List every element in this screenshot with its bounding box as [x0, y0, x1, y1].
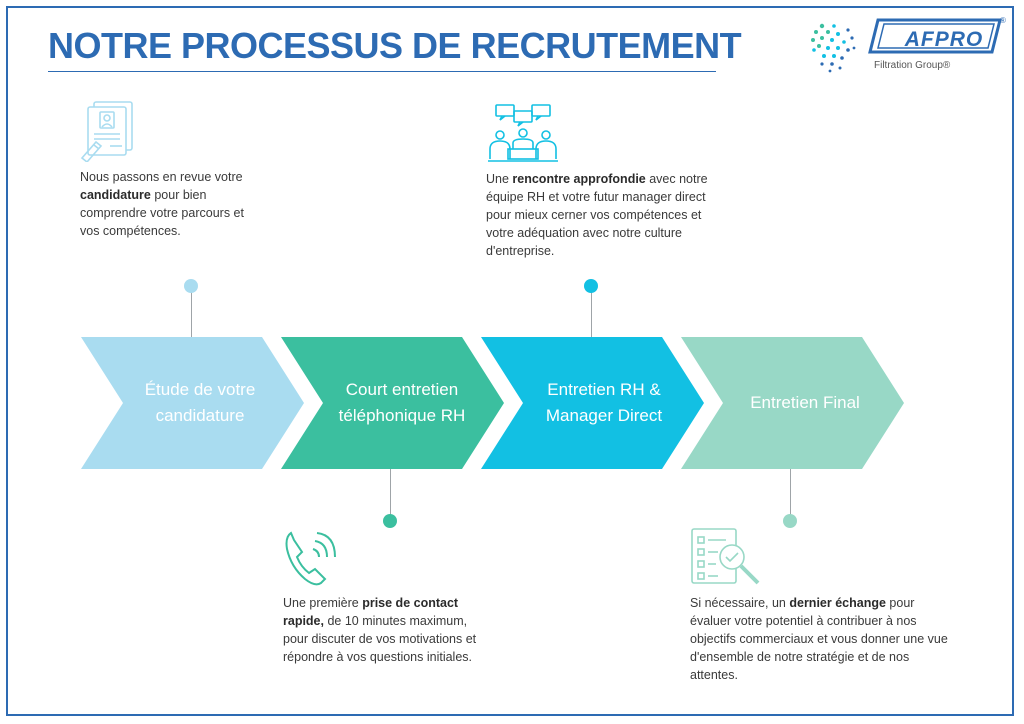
- step-3-desc-post: avec notre équipe RH et votre futur mana…: [486, 172, 708, 258]
- step-1-desc-post: pour bien comprendre votre parcours et v…: [80, 188, 244, 238]
- step-3-description: Une rencontre approfondie avec notre équ…: [486, 170, 732, 260]
- logo-dots-icon: [811, 23, 856, 73]
- step-1-desc-pre: Nous passons en revue votre: [80, 170, 243, 184]
- logo-registered: ®: [1000, 16, 1006, 25]
- step-label-1: Étude de votre candidature: [144, 380, 256, 425]
- step-3-desc-bold: rencontre approfondie: [512, 172, 646, 186]
- step-2-desc-pre: Une première: [283, 596, 363, 610]
- step-4-description: Si nécessaire, un dernier échange pour é…: [690, 594, 948, 684]
- connector-step-3: [591, 292, 592, 337]
- phone-call-icon: [285, 531, 336, 586]
- page-title: NOTRE PROCESSUS DE RECRUTEMENT: [48, 25, 742, 66]
- resume-document-icon: [80, 101, 133, 162]
- title-underline: [48, 71, 716, 72]
- logo-subtitle: Filtration Group®: [874, 60, 951, 71]
- step-4-desc-post: pour évaluer votre potentiel à contribue…: [690, 596, 948, 682]
- step-2-desc-post: de 10 minutes maximum, pour discuter de …: [283, 614, 477, 664]
- chevron-step-1: [81, 337, 304, 469]
- afpro-logo: AFPRO ® Filtration Group®: [810, 16, 1010, 78]
- step-label-2: Court entretien téléphonique RH: [338, 380, 466, 425]
- step-4-desc-pre: Si nécessaire, un: [690, 596, 790, 610]
- logo-brand: AFPRO: [904, 28, 984, 51]
- meeting-discussion-icon: [488, 104, 558, 162]
- chevron-step-2: [281, 337, 504, 469]
- connector-step-2: [390, 469, 391, 519]
- step-4-desc-bold: dernier échange: [789, 596, 886, 610]
- chevron-step-3: [481, 337, 704, 469]
- connector-step-1: [191, 292, 192, 337]
- logo-badge-shape: [868, 18, 1002, 54]
- dot-step-2: [383, 514, 397, 528]
- step-2-description: Une première prise de contact rapide, de…: [283, 594, 479, 666]
- step-1-description: Nous passons en revue votre candidature …: [80, 168, 264, 240]
- connector-step-4: [790, 469, 791, 519]
- dot-step-3: [584, 279, 598, 293]
- step-label-4: Entretien Final: [750, 393, 860, 412]
- chevron-step-4: [681, 337, 904, 469]
- step-1-desc-bold: candidature: [80, 188, 151, 202]
- step-2-desc-bold: prise de contact rapide,: [283, 596, 459, 628]
- checklist-magnifier-icon: [691, 528, 760, 585]
- step-label-3: Entretien RH & Manager Direct: [545, 380, 663, 425]
- step-3-desc-pre: Une: [486, 172, 513, 186]
- page-frame: [6, 6, 1014, 716]
- dot-step-1: [184, 279, 198, 293]
- dot-step-4: [783, 514, 797, 528]
